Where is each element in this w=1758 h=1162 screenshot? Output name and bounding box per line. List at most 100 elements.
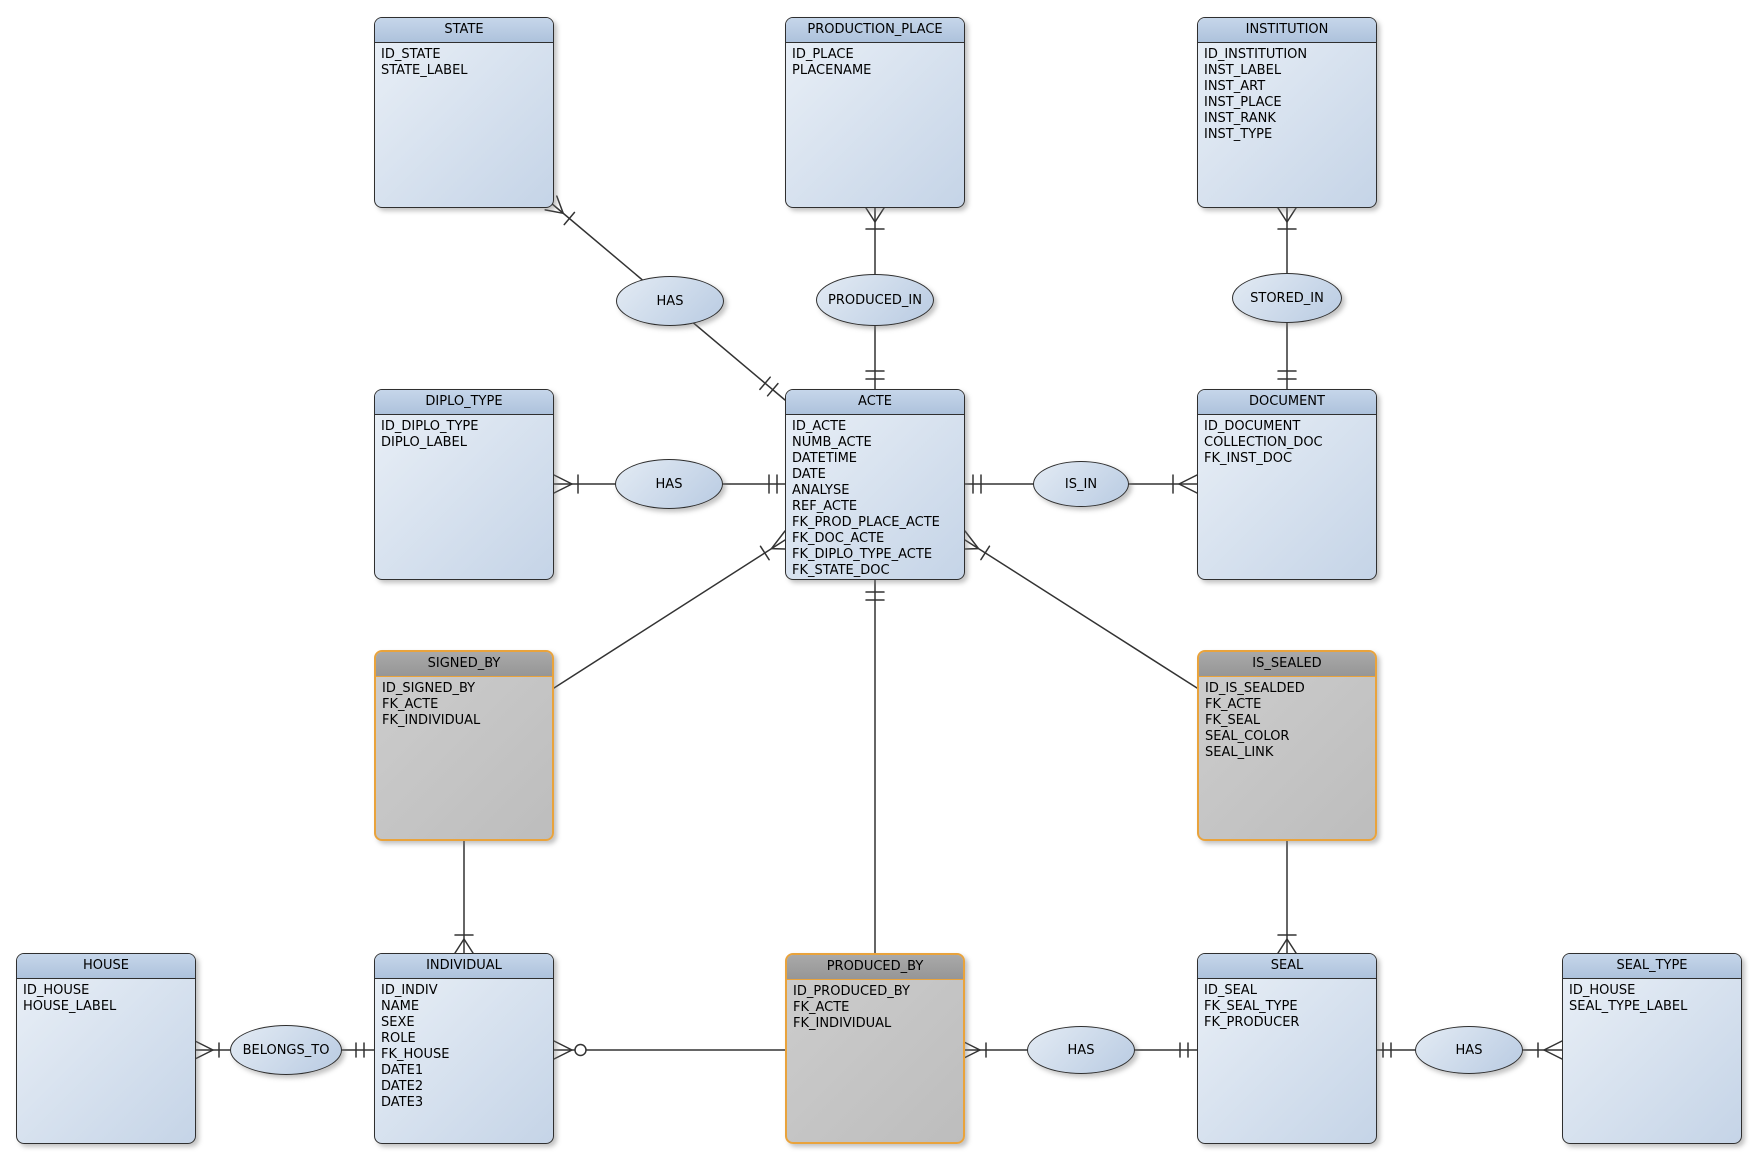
- field-fk_prod_place_acte: FK_PROD_PLACE_ACTE: [792, 515, 940, 530]
- field-inst_type: INST_TYPE: [1204, 127, 1273, 142]
- field-role: ROLE: [381, 1031, 416, 1046]
- double-tick-acte-bottom: [865, 591, 885, 601]
- relationship-has-seal-sealtype[interactable]: HAS: [1415, 1026, 1523, 1074]
- entity-title: ACTE: [786, 390, 964, 415]
- crowfoot-house: [194, 1040, 214, 1060]
- relationship-label: IS_IN: [1064, 476, 1098, 492]
- field-ref_acte: REF_ACTE: [792, 499, 858, 514]
- field-date: DATE: [792, 467, 826, 482]
- double-tick-seal-left: [1179, 1042, 1189, 1058]
- field-house_label: HOUSE_LABEL: [23, 999, 117, 1014]
- double-tick-seal-right: [1382, 1042, 1392, 1058]
- relationship-is-in[interactable]: IS_IN: [1033, 461, 1129, 507]
- relationship-label: STORED_IN: [1250, 290, 1324, 306]
- connector-individual-producedby: [553, 1040, 788, 1060]
- double-tick-individual-left: [355, 1042, 365, 1058]
- field-id_house: ID_HOUSE: [1569, 983, 1636, 998]
- double-tick-acte-right: [972, 474, 982, 494]
- entity-title: SIGNED_BY: [376, 652, 552, 677]
- double-tick-acte-top: [865, 370, 885, 380]
- crowfoot-acte-signedby: [770, 530, 786, 550]
- connector-acte-signedby: [553, 530, 786, 689]
- entity-title: PRODUCED_BY: [787, 955, 963, 980]
- field-analyse: ANALYSE: [792, 483, 850, 498]
- connector-acte-issealed: [964, 530, 1198, 689]
- double-tick-acte-left: [768, 474, 778, 494]
- field-id_indiv: ID_INDIV: [381, 983, 438, 998]
- field-inst_rank: INST_RANK: [1204, 111, 1276, 126]
- relationship-belongs-to[interactable]: BELONGS_TO: [230, 1025, 342, 1075]
- field-diplo_label: DIPLO_LABEL: [381, 435, 468, 450]
- entity-title: DOCUMENT: [1198, 390, 1376, 415]
- relationship-has-producedby-seal[interactable]: HAS: [1027, 1026, 1135, 1074]
- field-fk_individual: FK_INDIVIDUAL: [793, 1016, 892, 1031]
- field-fk_acte: FK_ACTE: [1205, 697, 1262, 712]
- entity-title: INDIVIDUAL: [375, 954, 553, 979]
- crowfoot-sealtype-left: [1543, 1040, 1563, 1060]
- crowfoot-individual-right: [553, 1040, 573, 1060]
- field-fk_state_doc: FK_STATE_DOC: [792, 563, 890, 578]
- field-date3: DATE3: [381, 1095, 424, 1110]
- field-date2: DATE2: [381, 1079, 424, 1094]
- field-datetime: DATETIME: [792, 451, 858, 466]
- field-name: NAME: [381, 999, 420, 1014]
- field-id_seal: ID_SEAL: [1204, 983, 1257, 998]
- crowfoot-seal-top: [1277, 938, 1297, 954]
- field-id_diplo_type: ID_DIPLO_TYPE: [381, 419, 479, 434]
- crowfoot-institution: [1277, 207, 1297, 223]
- field-fk_acte: FK_ACTE: [382, 697, 439, 712]
- field-fk_doc_acte: FK_DOC_ACTE: [792, 531, 885, 546]
- field-fk_individual: FK_INDIVIDUAL: [382, 713, 481, 728]
- connector-issealed-seal: [1277, 840, 1297, 954]
- relationship-produced-in[interactable]: PRODUCED_IN: [816, 274, 934, 326]
- field-sexe: SEXE: [381, 1015, 415, 1030]
- field-id_house: ID_HOUSE: [23, 983, 90, 998]
- field-id_produced_by: ID_PRODUCED_BY: [793, 984, 910, 999]
- field-fk_house: FK_HOUSE: [381, 1047, 450, 1062]
- field-numb_acte: NUMB_ACTE: [792, 435, 872, 450]
- tick-acte-signedby: [759, 545, 770, 561]
- double-tick-acte-topleft: [759, 376, 779, 397]
- tick-state: [563, 211, 576, 226]
- relationship-has-state-acte[interactable]: HAS: [616, 276, 724, 326]
- field-fk_diplo_type_acte: FK_DIPLO_TYPE_ACTE: [792, 547, 933, 562]
- relationship-label: HAS: [1067, 1042, 1095, 1058]
- optional-circle-individual: [574, 1043, 587, 1057]
- relationship-stored-in[interactable]: STORED_IN: [1232, 273, 1342, 323]
- field-state_label: STATE_LABEL: [381, 63, 468, 78]
- field-fk_seal: FK_SEAL: [1205, 713, 1261, 728]
- field-id_institution: ID_INSTITUTION: [1204, 47, 1308, 62]
- field-id_state: ID_STATE: [381, 47, 441, 62]
- entity-title: INSTITUTION: [1198, 18, 1376, 43]
- relationship-label: BELONGS_TO: [242, 1042, 330, 1058]
- field-fk_inst_doc: FK_INST_DOC: [1204, 451, 1293, 466]
- field-fk_seal_type: FK_SEAL_TYPE: [1204, 999, 1298, 1014]
- field-id_place: ID_PLACE: [792, 47, 854, 62]
- relationship-label: HAS: [1455, 1042, 1483, 1058]
- relationship-has-diplotype-acte[interactable]: HAS: [615, 459, 723, 509]
- connector-signedby-individual: [454, 840, 474, 954]
- entity-title: SEAL_TYPE: [1563, 954, 1741, 979]
